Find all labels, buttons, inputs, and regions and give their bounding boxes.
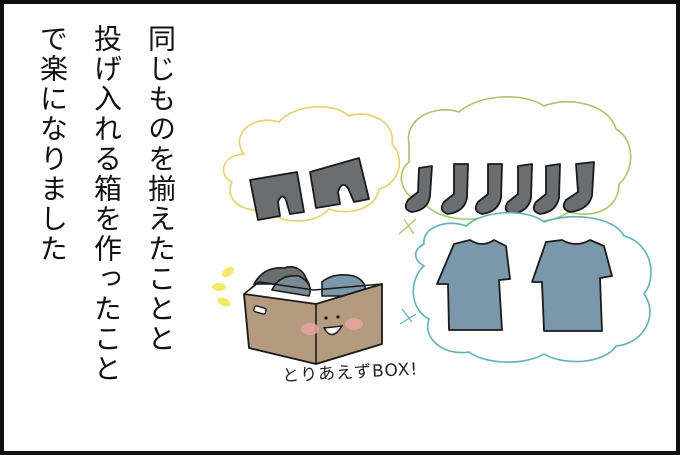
socks-icon — [404, 161, 595, 215]
illustration — [212, 96, 652, 365]
socks-bubble — [398, 96, 632, 235]
box-face — [301, 315, 363, 336]
tshirt-icon — [436, 239, 613, 332]
narration-line-2: 投げ入れる箱を作ったこと — [90, 24, 123, 384]
underwear-bubble — [222, 106, 401, 222]
narration-line-3: で楽になりました — [36, 24, 69, 264]
boxer-shorts-icon — [249, 157, 370, 221]
narration-line-1: 同じものを揃えたことと — [144, 24, 177, 354]
sparkle-marks — [212, 266, 235, 307]
storage-box — [243, 266, 383, 365]
tshirts-bubble — [399, 211, 652, 363]
